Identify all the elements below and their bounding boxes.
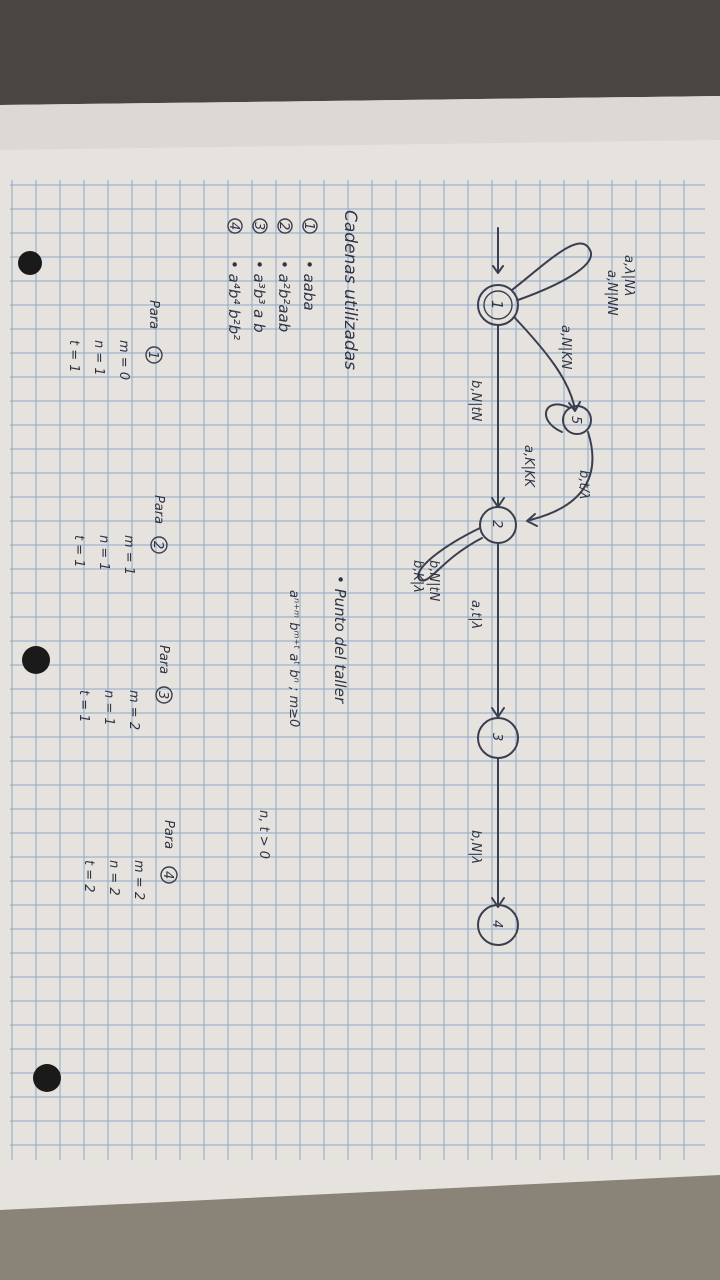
formula: aⁿ⁺ᵐ bᵐ⁺ᵗ aᵗ bⁿ ; m≥0 xyxy=(286,590,301,727)
svg-text:n = 1: n = 1 xyxy=(101,690,116,726)
svg-text:• a²b²aab: • a²b²aab xyxy=(275,260,293,332)
case-block-1: Para 1 m = 0 n = 1 t = 1 xyxy=(66,300,163,380)
svg-text:3: 3 xyxy=(155,691,170,699)
grid-lines xyxy=(10,180,705,1160)
svg-text:a,N|KN: a,N|KN xyxy=(558,325,573,370)
punch-hole xyxy=(33,1064,61,1092)
notes-title: Cadenas utilizadas xyxy=(340,210,360,370)
svg-text:2: 2 xyxy=(276,222,291,230)
automaton-diagram: 1 a,λ|Nλ a,N|NN a,N|KN 5 a,K|KK b,t/λ b,… xyxy=(410,227,636,946)
svg-text:Para: Para xyxy=(151,495,166,524)
svg-text:• aaba: • aaba xyxy=(300,260,318,311)
svg-text:n = 1: n = 1 xyxy=(91,340,106,376)
state-4 xyxy=(477,904,519,946)
svg-text:a,K|KK: a,K|KK xyxy=(521,445,536,489)
svg-text:• a³b³ a b: • a³b³ a b xyxy=(250,260,268,333)
svg-text:1: 1 xyxy=(145,351,160,359)
svg-text:Para: Para xyxy=(161,820,176,849)
svg-text:4: 4 xyxy=(226,222,241,230)
svg-text:1: 1 xyxy=(488,300,506,310)
svg-text:t = 1: t = 1 xyxy=(71,535,86,568)
svg-text:5: 5 xyxy=(568,416,583,424)
svg-text:m = 2: m = 2 xyxy=(126,690,141,730)
svg-text:t = 1: t = 1 xyxy=(76,690,91,723)
case-block-4: Para 4 m = 2 n = 2 t = 2 xyxy=(81,820,178,900)
svg-text:n = 1: n = 1 xyxy=(96,535,111,571)
formula-conditions: n, t > 0 xyxy=(256,810,271,859)
svg-text:3: 3 xyxy=(251,222,266,230)
svg-text:b,t/λ: b,t/λ xyxy=(576,470,591,500)
notebook-page xyxy=(0,96,720,1210)
svg-text:2: 2 xyxy=(150,541,165,549)
svg-text:b,N|tN: b,N|tN xyxy=(426,560,441,602)
svg-text:m = 1: m = 1 xyxy=(121,535,136,575)
svg-text:b,K|λ: b,K|λ xyxy=(410,560,425,593)
svg-text:a,λ|Nλ: a,λ|Nλ xyxy=(621,255,636,297)
punch-hole xyxy=(18,251,42,275)
svg-text:a,t|λ: a,t|λ xyxy=(468,600,483,629)
state-5 xyxy=(562,405,592,435)
svg-text:2: 2 xyxy=(489,520,504,528)
punch-hole xyxy=(22,646,50,674)
svg-text:m = 2: m = 2 xyxy=(131,860,146,900)
case-block-3: Para 3 m = 2 n = 1 t = 1 xyxy=(76,645,173,730)
case-block-2: Para 2 m = 1 n = 1 t = 1 xyxy=(71,495,168,575)
svg-text:1: 1 xyxy=(301,222,316,230)
svg-text:4: 4 xyxy=(160,871,175,879)
svg-text:Para: Para xyxy=(146,300,161,329)
svg-text:t = 2: t = 2 xyxy=(81,860,96,893)
svg-text:t = 1: t = 1 xyxy=(66,340,81,373)
svg-text:• a⁴b⁴ b²b²: • a⁴b⁴ b²b² xyxy=(225,260,243,340)
svg-text:b,N|λ: b,N|λ xyxy=(468,830,483,864)
bullet-list: 1 • aaba 2 • a²b²aab 3 • a³b³ a b 4 • a⁴… xyxy=(225,218,318,340)
svg-text:a,N|NN: a,N|NN xyxy=(604,270,619,316)
svg-text:Para: Para xyxy=(156,645,171,674)
svg-text:b,N|tN: b,N|tN xyxy=(468,380,483,422)
svg-text:n = 2: n = 2 xyxy=(106,860,121,896)
svg-text:m = 0: m = 0 xyxy=(116,340,131,380)
section-heading: • Punto del taller xyxy=(331,575,349,704)
svg-text:4: 4 xyxy=(489,920,504,928)
svg-text:3: 3 xyxy=(489,733,504,741)
